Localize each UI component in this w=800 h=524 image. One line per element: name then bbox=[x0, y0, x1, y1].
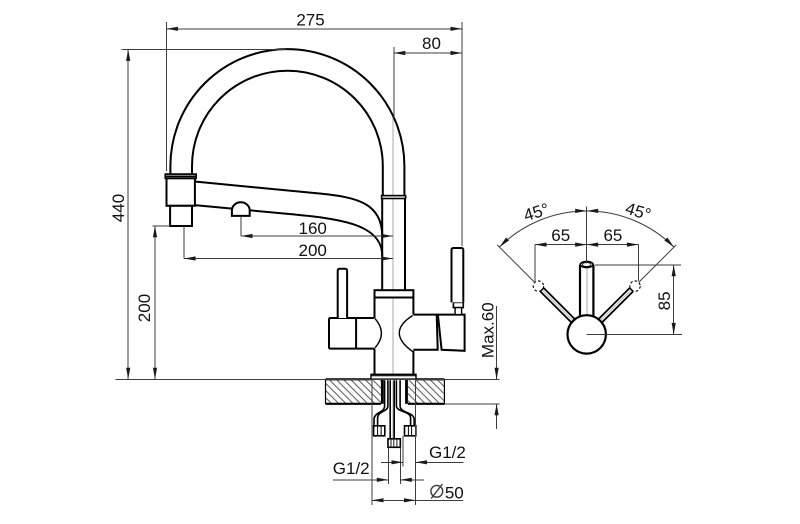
svg-text:G1/2: G1/2 bbox=[429, 443, 466, 462]
svg-text:65: 65 bbox=[551, 226, 570, 245]
svg-text:50: 50 bbox=[445, 483, 464, 502]
svg-text:275: 275 bbox=[296, 10, 324, 29]
svg-text:65: 65 bbox=[603, 226, 622, 245]
svg-text:200: 200 bbox=[299, 241, 327, 260]
svg-text:200: 200 bbox=[135, 294, 154, 322]
svg-text:Max.60: Max.60 bbox=[478, 302, 497, 358]
svg-text:440: 440 bbox=[109, 194, 128, 222]
svg-text:160: 160 bbox=[299, 219, 327, 238]
svg-text:80: 80 bbox=[422, 34, 441, 53]
svg-text:G1/2: G1/2 bbox=[333, 459, 370, 478]
svg-text:85: 85 bbox=[655, 291, 674, 310]
